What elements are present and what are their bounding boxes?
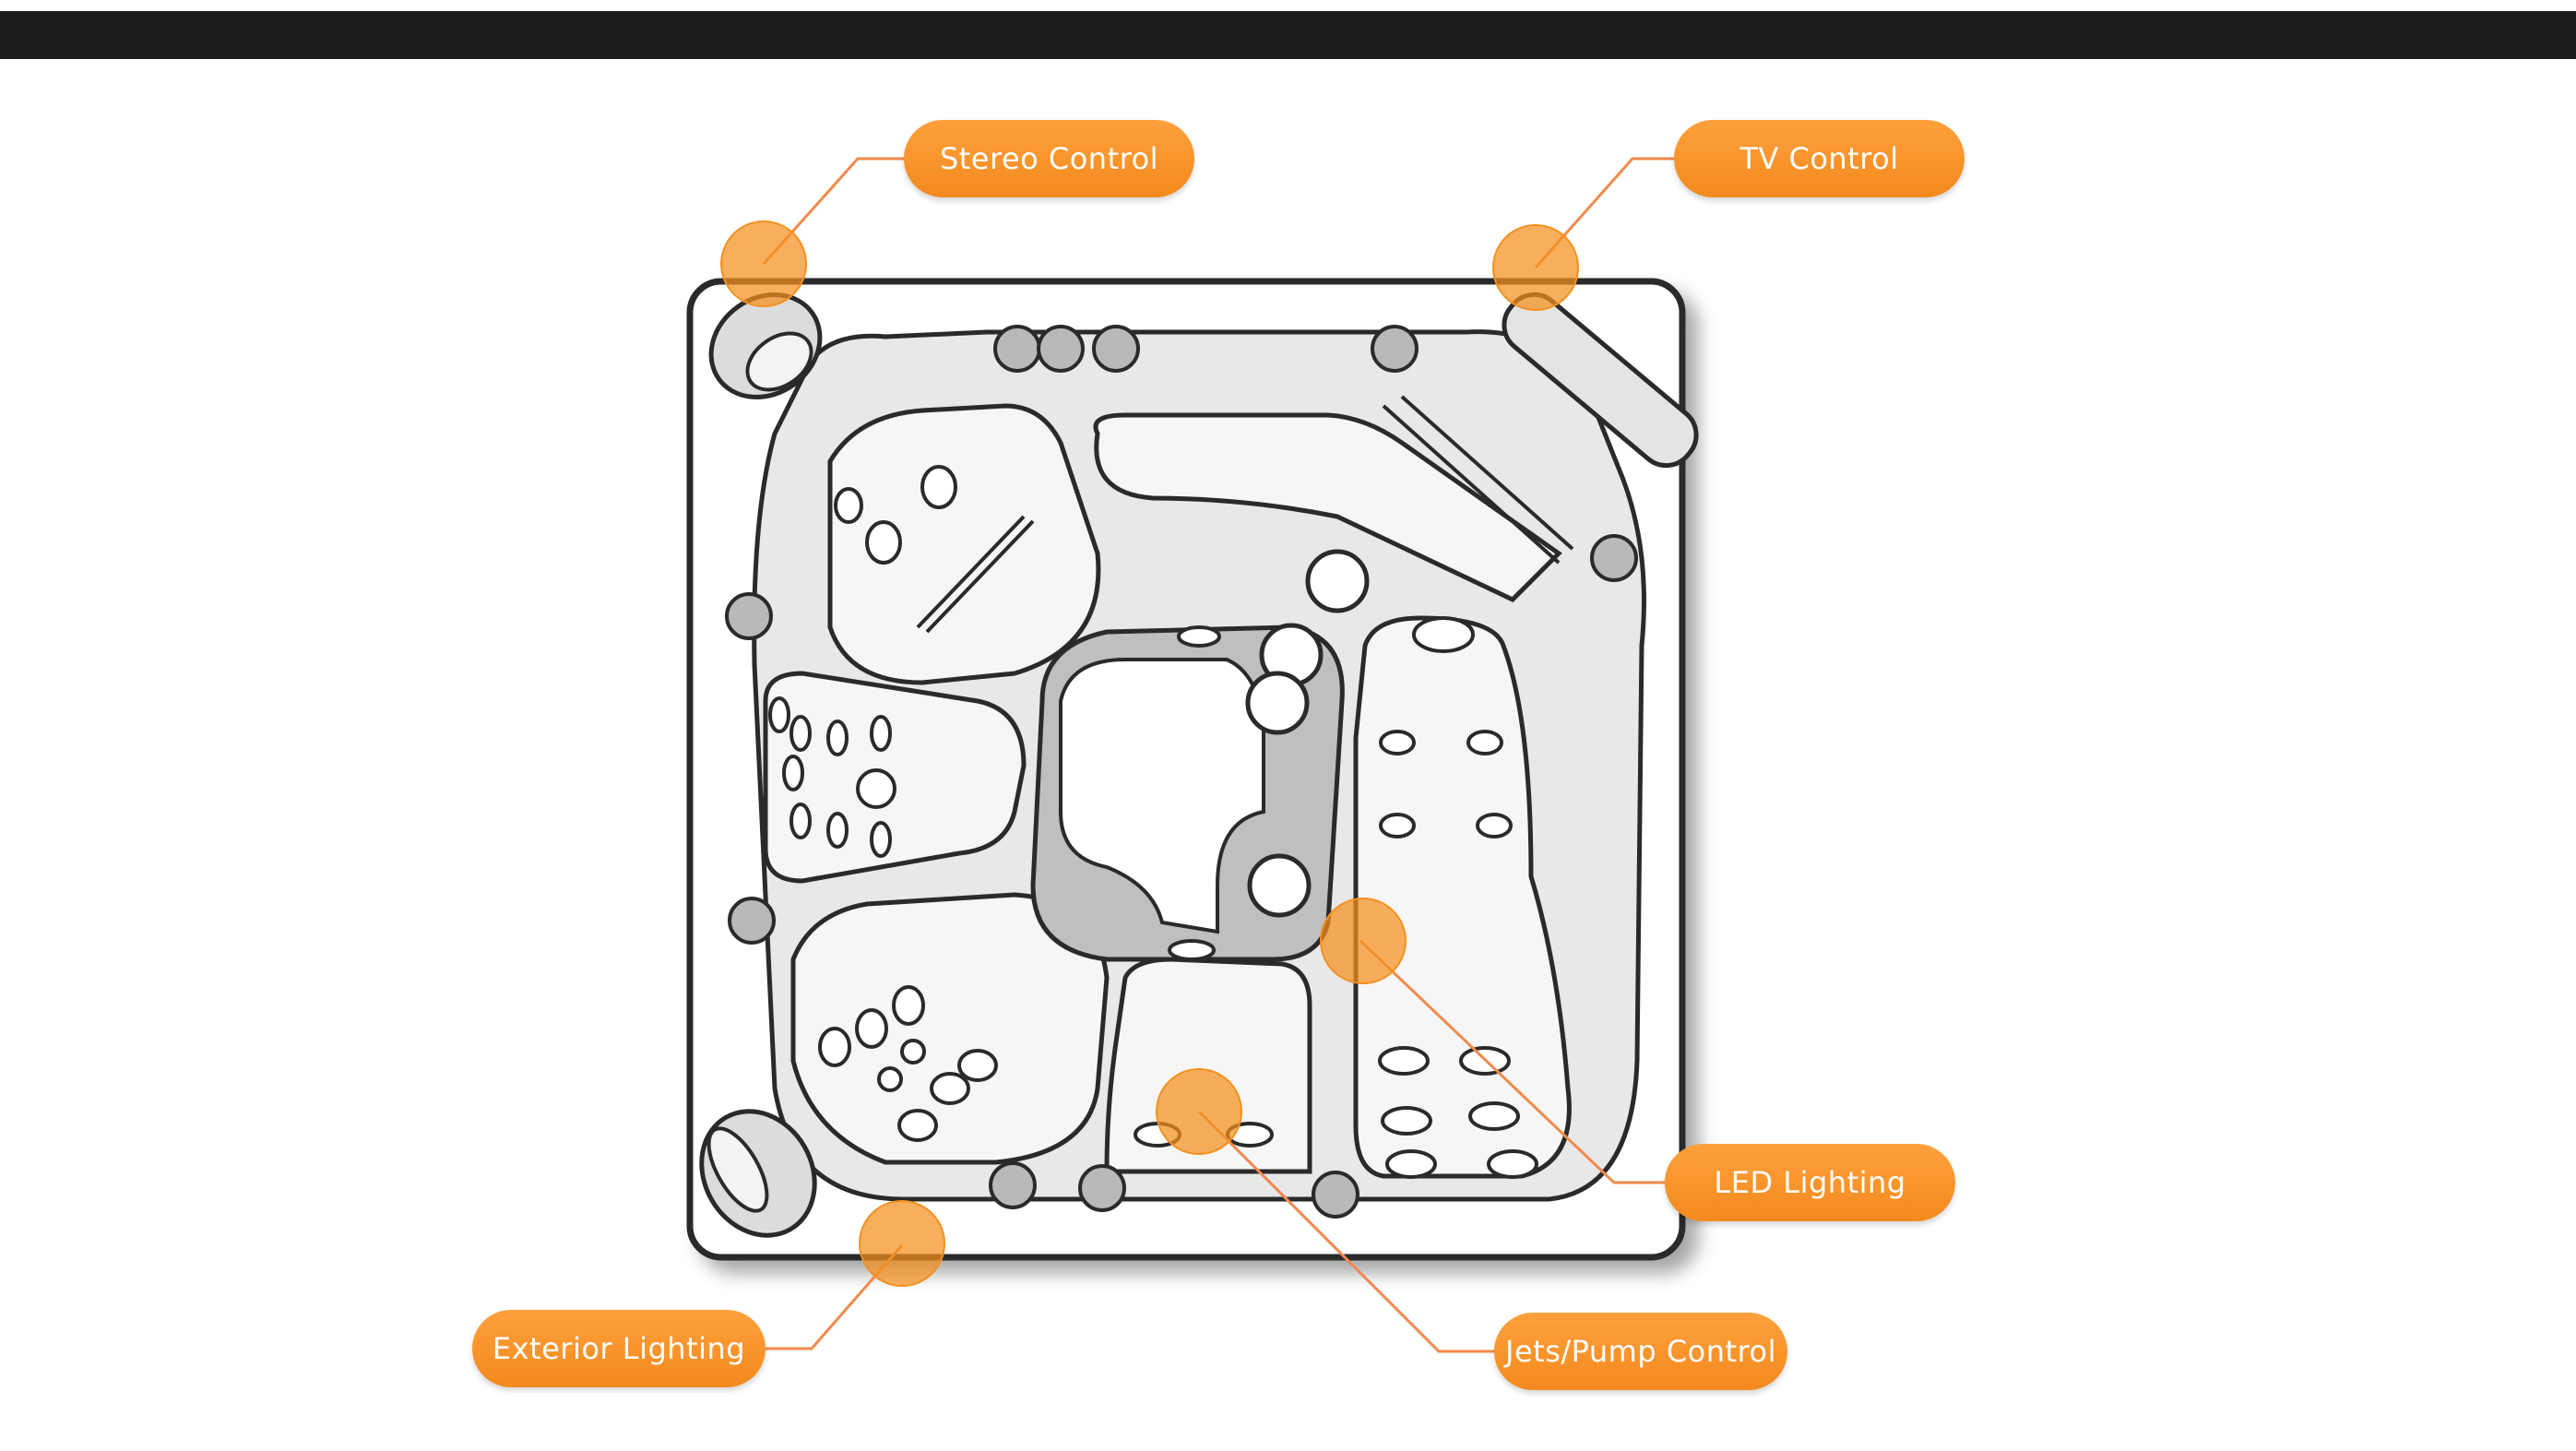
jet <box>1179 627 1219 646</box>
fixture-knob <box>1039 327 1083 371</box>
jet <box>922 467 956 507</box>
led-lighting-label[interactable]: LED Lighting <box>1665 1144 1955 1221</box>
jet <box>791 804 810 838</box>
jet <box>867 522 900 563</box>
jet <box>1387 1151 1435 1177</box>
jet <box>820 1029 849 1065</box>
jet <box>1478 815 1511 837</box>
marker-led-lighting <box>1321 898 1406 983</box>
jet <box>791 717 810 750</box>
fixture-knob <box>1592 536 1636 580</box>
stereo-control-label[interactable]: Stereo Control <box>904 120 1194 197</box>
jet <box>1380 1048 1428 1074</box>
jet <box>784 756 802 790</box>
jet <box>858 770 895 807</box>
jet <box>770 698 789 731</box>
jet <box>872 823 890 856</box>
jet <box>1169 941 1214 959</box>
jet <box>872 717 890 750</box>
large-jet <box>1250 856 1309 915</box>
fixture-knob <box>730 898 774 943</box>
marker-jets-pump-control <box>1157 1069 1241 1154</box>
jet <box>1414 618 1473 651</box>
jet <box>932 1074 968 1103</box>
tv-control-label[interactable]: TV Control <box>1674 120 1965 197</box>
jet <box>959 1051 996 1080</box>
jet <box>857 1010 886 1047</box>
jets-pump-control-label[interactable]: Jets/Pump Control <box>1494 1313 1787 1390</box>
jet <box>828 721 847 755</box>
jet <box>1381 815 1414 837</box>
jet <box>1381 731 1414 754</box>
jet <box>902 1041 924 1063</box>
fixture-knob <box>1080 1166 1124 1210</box>
fixture-knob <box>1094 327 1138 371</box>
fixture-knob <box>1372 327 1417 371</box>
fixture-knob <box>991 1163 1035 1207</box>
large-jet <box>1308 552 1367 611</box>
fixture-knob <box>995 327 1039 371</box>
jet <box>899 1111 936 1140</box>
jet <box>1489 1151 1537 1177</box>
jet <box>836 489 861 522</box>
jet <box>1468 731 1502 754</box>
marker-stereo-control <box>721 221 806 306</box>
large-jet <box>1248 673 1307 732</box>
jet <box>1470 1103 1518 1129</box>
jet <box>879 1068 901 1090</box>
fixture-knob <box>1313 1172 1358 1217</box>
fixture-knob <box>727 594 771 638</box>
exterior-lighting-label[interactable]: Exterior Lighting <box>472 1310 766 1387</box>
marker-tv-control <box>1493 225 1578 310</box>
jet <box>894 987 923 1024</box>
jet <box>828 814 847 847</box>
jet <box>1383 1108 1430 1134</box>
marker-exterior-lighting <box>860 1201 944 1286</box>
